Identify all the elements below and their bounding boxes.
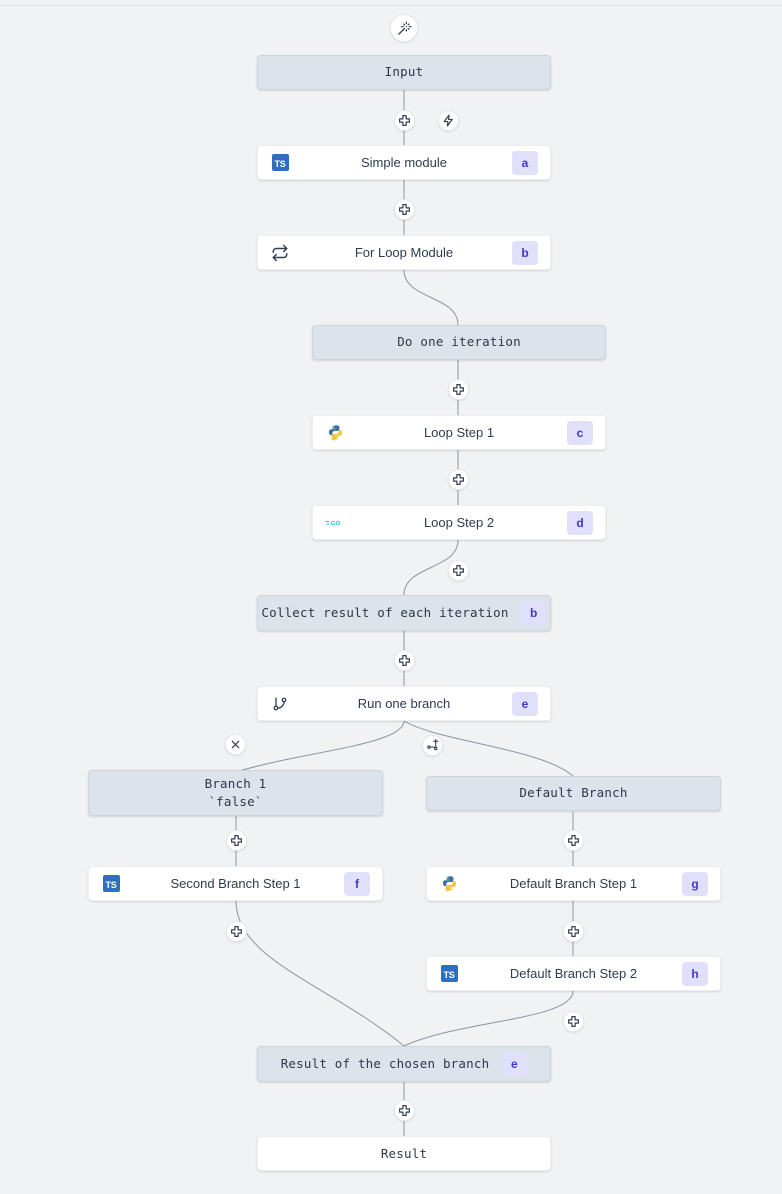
node-default-branch-step-1-label: Default Branch Step 1: [509, 876, 638, 891]
node-input-content: Input: [258, 63, 550, 81]
node-branch-1-content: Branch 1 `false`: [89, 775, 382, 811]
go-icon: GO: [325, 513, 345, 533]
node-second-branch-step-1-label: Second Branch Step 1: [170, 876, 301, 891]
node-branch-1[interactable]: Branch 1 `false`: [88, 770, 383, 816]
add-step-after-chosen-result-button[interactable]: [394, 1100, 415, 1121]
python-icon: [439, 874, 459, 894]
branch-icon: [270, 694, 290, 714]
magic-wand-icon: [397, 21, 412, 36]
add-step-in-default-branch-button[interactable]: [563, 830, 584, 851]
plus-icon: [567, 834, 580, 847]
node-input-label: Input: [384, 64, 424, 80]
node-simple-module-label: Simple module: [361, 155, 447, 170]
node-loop-step-1-badge: c: [567, 420, 593, 445]
lightning-icon: [442, 114, 455, 127]
plus-icon: [567, 1015, 580, 1028]
node-run-one-branch[interactable]: Run one branch e: [257, 686, 551, 721]
add-step-after-simple-module-button[interactable]: [394, 199, 415, 220]
node-loop-step-2-badge: d: [567, 510, 593, 535]
node-result-of-chosen-branch-label: Result of the chosen branch: [280, 1055, 490, 1071]
python-icon: [325, 423, 345, 443]
node-input[interactable]: Input: [257, 55, 551, 90]
node-result-of-chosen-branch-badge: e: [501, 1052, 528, 1076]
plus-icon: [398, 1104, 411, 1117]
node-collect-result[interactable]: Collect result of each iteration b: [257, 595, 551, 631]
add-step-in-branch-1-button[interactable]: [226, 830, 247, 851]
node-result-label: Result: [380, 1146, 428, 1161]
add-step-in-loop-button[interactable]: [448, 379, 469, 400]
node-second-branch-step-1-badge: f: [344, 871, 370, 896]
add-step-after-input-button[interactable]: [394, 110, 415, 131]
plus-icon: [567, 925, 580, 938]
node-default-branch-step-2-badge: h: [682, 961, 708, 986]
add-step-after-default-branch-step-2-button[interactable]: [563, 1011, 584, 1032]
node-collect-result-label: Collect result of each iteration: [261, 604, 509, 620]
node-result[interactable]: Result: [257, 1136, 551, 1171]
node-default-branch-step-2-label: Default Branch Step 2: [509, 966, 638, 981]
node-branch-1-label: Branch 1 `false`: [204, 775, 267, 809]
node-default-branch-label: Default Branch: [519, 785, 628, 801]
plus-icon: [452, 383, 465, 396]
add-step-after-default-branch-step-1-button[interactable]: [563, 921, 584, 942]
node-for-loop-module[interactable]: For Loop Module b: [257, 235, 551, 270]
magic-wand-button[interactable]: [390, 14, 418, 42]
node-loop-step-2-label: Loop Step 2: [423, 515, 495, 530]
node-for-loop-module-badge: b: [512, 240, 538, 265]
add-step-after-collect-button[interactable]: [394, 650, 415, 671]
add-step-after-loop-step-2-button[interactable]: [448, 560, 469, 581]
node-collect-result-badge: b: [520, 601, 547, 625]
add-step-after-loop-step-1-button[interactable]: [448, 469, 469, 490]
plus-icon: [230, 925, 243, 938]
node-simple-module[interactable]: TS Simple module a: [257, 145, 551, 180]
loop-icon: [270, 243, 290, 263]
plus-icon: [452, 564, 465, 577]
add-trigger-after-input-button[interactable]: [438, 110, 459, 131]
node-do-one-iteration[interactable]: Do one iteration: [312, 325, 606, 360]
delete-branch-1-button[interactable]: [225, 734, 246, 755]
svg-text:GO: GO: [331, 520, 341, 527]
node-for-loop-module-label: For Loop Module: [354, 245, 454, 260]
plus-icon: [230, 834, 243, 847]
node-collect-result-content: Collect result of each iteration b: [258, 601, 550, 625]
top-divider: [0, 5, 782, 6]
plus-icon: [398, 203, 411, 216]
node-result-of-chosen-branch-content: Result of the chosen branch e: [258, 1052, 550, 1076]
close-icon: [230, 739, 241, 750]
node-do-one-iteration-content: Do one iteration: [313, 333, 605, 351]
node-second-branch-step-1[interactable]: TS Second Branch Step 1 f: [88, 866, 383, 901]
add-step-after-second-branch-step-1-button[interactable]: [226, 921, 247, 942]
node-simple-module-badge: a: [512, 150, 538, 175]
typescript-icon: TS: [101, 874, 121, 894]
typescript-icon: TS: [439, 964, 459, 984]
node-default-branch-content: Default Branch: [427, 784, 720, 802]
node-default-branch[interactable]: Default Branch: [426, 776, 721, 811]
node-loop-step-1-label: Loop Step 1: [423, 425, 495, 440]
node-run-one-branch-label: Run one branch: [357, 696, 451, 711]
node-run-one-branch-badge: e: [512, 691, 538, 716]
typescript-icon: TS: [270, 153, 290, 173]
node-default-branch-step-2[interactable]: TS Default Branch Step 2 h: [426, 956, 721, 991]
node-default-branch-step-1[interactable]: Default Branch Step 1 g: [426, 866, 721, 901]
node-loop-step-2[interactable]: GO Loop Step 2 d: [312, 505, 606, 540]
plus-icon: [398, 654, 411, 667]
add-branch-button[interactable]: [422, 735, 443, 756]
add-branch-icon: [426, 739, 439, 752]
plus-icon: [398, 114, 411, 127]
node-result-of-chosen-branch[interactable]: Result of the chosen branch e: [257, 1046, 551, 1082]
node-loop-step-1[interactable]: Loop Step 1 c: [312, 415, 606, 450]
node-default-branch-step-1-badge: g: [682, 871, 708, 896]
node-do-one-iteration-label: Do one iteration: [397, 334, 521, 350]
plus-icon: [452, 473, 465, 486]
